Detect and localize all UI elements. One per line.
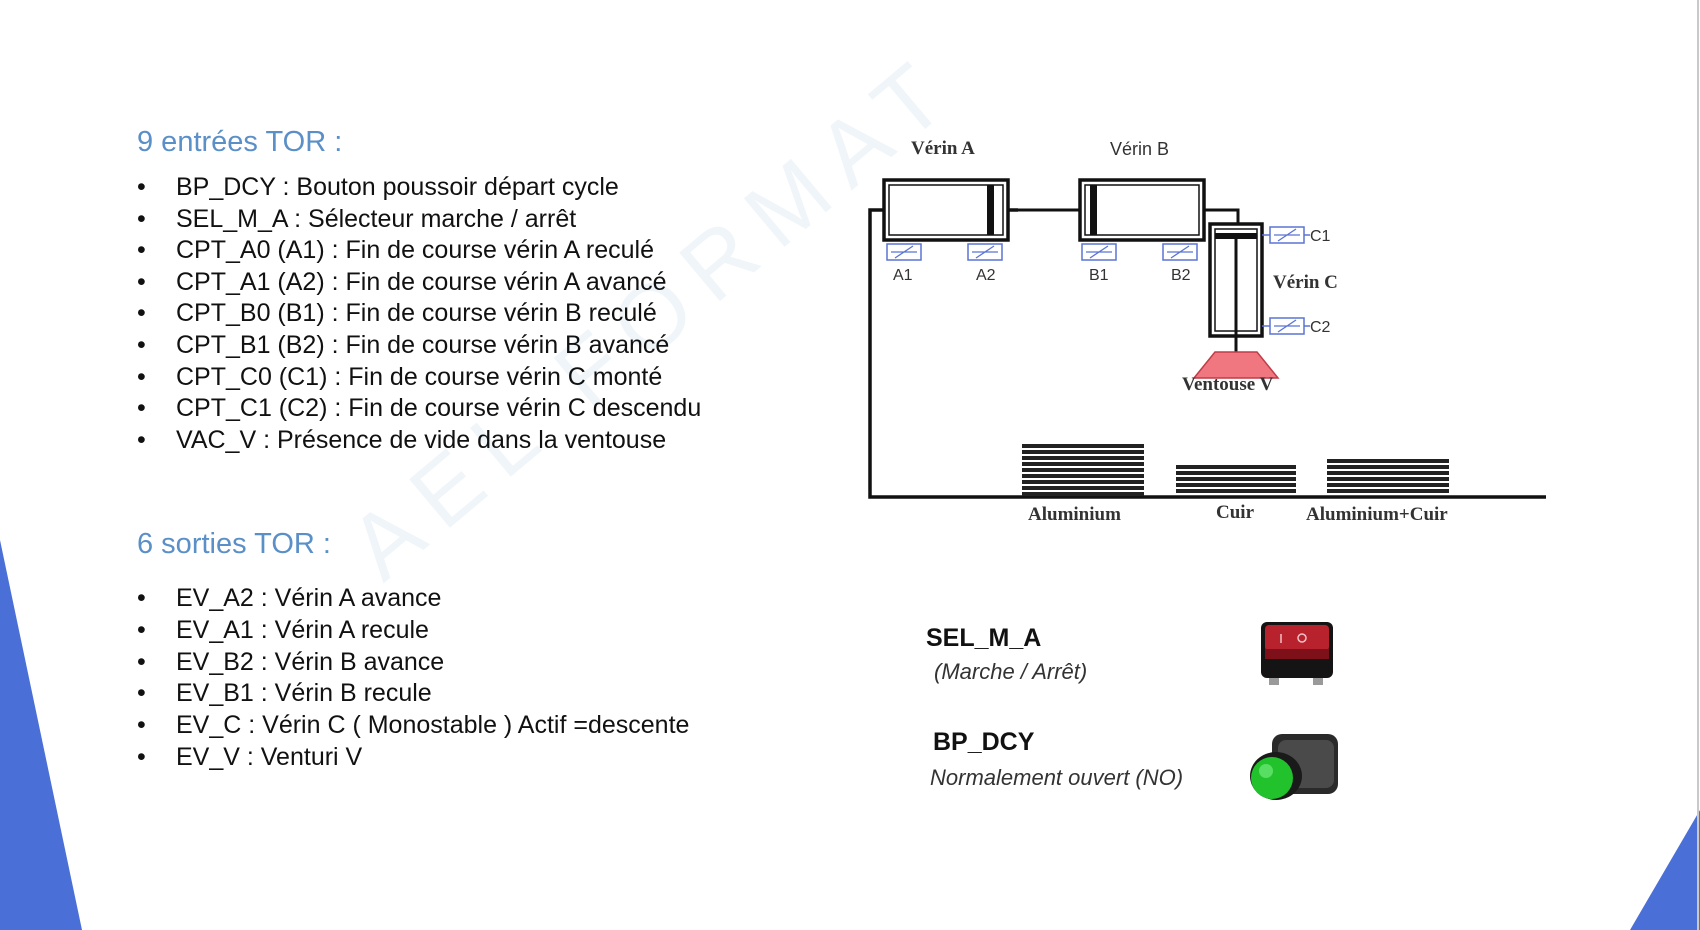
input-item-sel-m-a: SEL_M_A : Sélecteur marche / arrêt [176,204,577,233]
cylinder-b-piston [1090,185,1097,235]
sensor-b1-label: B1 [1089,267,1109,284]
bullet: • [137,267,146,296]
selector-title: SEL_M_A [926,624,1042,652]
bullet: • [137,173,146,201]
list-item: • CPT_B1 (B2) : Fin de course vérin B ava… [137,330,701,362]
bullet: • [137,584,146,612]
output-item-ev-v: EV_V : Venturi V [176,742,363,771]
frame-line [868,208,1546,499]
sensor-c2: C2 [1262,317,1331,336]
inputs-list: • BP_DCY : Bouton poussoir départ cycle •… [137,172,701,456]
sensor-b2: B2 [1162,243,1198,284]
bullet: • [137,711,146,740]
button-subtitle: Normalement ouvert (NO) [930,765,1184,790]
suction-cup [1192,351,1280,379]
sensor-a2-label: A2 [976,267,996,284]
list-item: • CPT_C1 (C2) : Fin de course vérin C des… [137,393,701,425]
sensor-b2-label: B2 [1171,267,1191,284]
list-item: • EV_A1 : Vérin A recule [137,615,689,647]
stack-aluminium-cuir [1327,459,1449,493]
list-item: • CPT_A1 (A2) : Fin de course vérin A ava… [137,267,701,299]
input-item-vac-v: VAC_V : Présence de vide dans la ventous… [176,425,667,454]
list-item: • EV_B2 : Vérin B avance [137,647,689,679]
sensor-c1: C1 [1262,226,1331,245]
bullet: • [137,615,146,644]
stack-aluminium-cuir-label: Aluminium+Cuir [1306,504,1448,525]
cylinder-b-label: Vérin B [1110,139,1169,159]
cylinder-a-inner [888,184,1004,236]
sensor-b1: B1 [1081,243,1117,284]
list-item: • CPT_C0 (C1) : Fin de course vérin C mon… [137,362,701,394]
suction-label: Ventouse V [1182,374,1274,395]
button-title: BP_DCY [933,728,1035,756]
cylinder-c-piston [1215,233,1257,239]
inputs-heading: 9 entrées TOR : [137,126,343,158]
bullet: • [137,394,146,423]
cylinder-c-label: Vérin C [1273,272,1338,293]
cylinder-a-piston [987,185,994,235]
input-item-cpt-b0: CPT_B0 (B1) : Fin de course vérin B recu… [176,299,657,328]
output-item-ev-a1: EV_A1 : Vérin A recule [176,615,429,644]
rocker-switch-icon [1261,622,1333,685]
cylinder-a-label: Vérin A [911,138,975,159]
output-item-ev-c: EV_C : Vérin C ( Monostable ) Actif =des… [176,711,690,740]
list-item: • EV_A2 : Vérin A avance [137,583,689,615]
cylinder-b [1078,178,1206,242]
list-item: • VAC_V : Présence de vide dans la ventou… [137,425,701,457]
push-button-icon [1250,734,1338,800]
list-item: • CPT_A0 (A1) : Fin de course vérin A rec… [137,235,701,267]
right-corner-decoration [1630,810,1700,930]
input-item-cpt-a0: CPT_A0 (A1) : Fin de course vérin A recu… [176,236,654,265]
list-item: • SEL_M_A : Sélecteur marche / arrêt [137,204,701,236]
list-item: • BP_DCY : Bouton poussoir départ cycle [137,172,701,204]
stack-cuir [1176,465,1296,493]
stack-aluminium-label: Aluminium [1028,504,1121,525]
list-item: • EV_B1 : Vérin B recule [137,678,689,710]
bullet: • [137,742,146,771]
bullet: • [137,299,146,328]
output-item-ev-a2: EV_A2 : Vérin A avance [176,584,442,612]
list-item: • EV_C : Vérin C ( Monostable ) Actif =de… [137,710,689,742]
stack-aluminium [1022,444,1144,496]
right-edge-line [1697,0,1699,930]
input-item-cpt-a1: CPT_A1 (A2) : Fin de course vérin A avan… [176,267,667,296]
machine-diagram: Vérin A Vérin B Vérin C Ventouse V A1 A2 [868,138,1546,525]
cylinder-b-inner [1084,184,1200,236]
outputs-list: • EV_A2 : Vérin A avance • EV_A1 : Vérin A… [137,583,689,774]
sensor-c1-label: C1 [1310,228,1331,245]
sensor-c2-label: C2 [1310,319,1331,336]
bullet: • [137,204,146,233]
input-item-bp-dcy: BP_DCY : Bouton poussoir départ cycle [176,173,619,201]
bullet: • [137,679,146,708]
sensor-a2: A2 [967,243,1003,284]
sensor-a1-label: A1 [893,267,913,284]
input-item-cpt-c0: CPT_C0 (C1) : Fin de course vérin C mont… [176,362,663,391]
bullet: • [137,330,146,359]
stack-cuir-label: Cuir [1216,502,1255,523]
outputs-heading: 6 sorties TOR : [137,528,331,560]
input-item-cpt-b1: CPT_B1 (B2) : Fin de course vérin B avan… [176,330,670,359]
sensor-a1: A1 [886,243,922,284]
output-item-ev-b1: EV_B1 : Vérin B recule [176,679,432,708]
output-item-ev-b2: EV_B2 : Vérin B avance [176,647,445,676]
bullet: • [137,362,146,391]
bullet: • [137,647,146,676]
frame-connector [1202,208,1240,226]
left-corner-decoration [0,540,82,930]
list-item: • CPT_B0 (B1) : Fin de course vérin B rec… [137,298,701,330]
list-item: • EV_V : Venturi V [137,742,689,774]
bullet: • [137,425,146,454]
input-item-cpt-c1: CPT_C1 (C2) : Fin de course vérin C desc… [176,394,702,423]
selector-subtitle: (Marche / Arrêt) [934,659,1088,684]
bullet: • [137,236,146,265]
